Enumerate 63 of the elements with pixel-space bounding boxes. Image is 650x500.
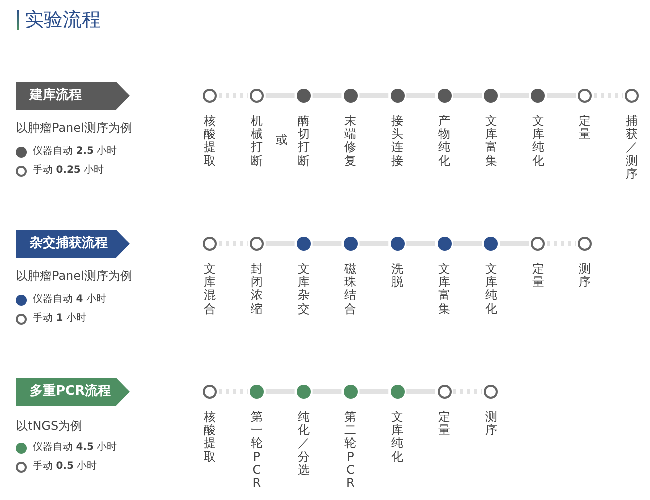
- step-label: 磁珠结合: [344, 263, 357, 316]
- connector-line: [360, 94, 389, 98]
- page-title: 实验流程: [25, 8, 101, 33]
- connector-line: [500, 94, 530, 98]
- step-label: 定量: [438, 411, 450, 438]
- or-label: 或: [276, 132, 288, 148]
- dotted-connector: [594, 94, 624, 98]
- legend-text: 手动 1 小时: [33, 312, 86, 326]
- step-label: 产物纯化: [438, 115, 450, 168]
- connector-line: [406, 242, 436, 246]
- connector-line: [454, 242, 482, 246]
- dotted-connector: [219, 94, 248, 98]
- legend-text: 手动 0.25 小时: [33, 164, 104, 178]
- section-header-chevron: 多重PCR流程: [16, 378, 130, 406]
- step-label: 封闭浓缩: [250, 263, 263, 316]
- step-label: 机械打断: [250, 115, 263, 168]
- legend-text: 仪器自动 4 小时: [33, 293, 106, 307]
- step-label: 文库杂交: [298, 263, 310, 316]
- step-label: 纯化／分选: [298, 411, 310, 477]
- step-label: 文库纯化: [392, 411, 404, 464]
- legend-text: 仪器自动 4.5 小时: [33, 441, 118, 455]
- step-label: 测序: [485, 411, 498, 438]
- step-label: 捕获／测序: [626, 115, 638, 181]
- step-label: 测序: [579, 263, 592, 290]
- dotted-connector: [454, 390, 482, 394]
- step-label: 第一轮PCR: [250, 411, 263, 490]
- step-label: 文库纯化: [485, 263, 498, 316]
- example-note: 以肿瘤Panel测序为例: [16, 120, 132, 136]
- step-label: 文库混合: [204, 263, 216, 316]
- connector-line: [454, 94, 482, 98]
- section-header-chevron: 杂交捕获流程: [16, 230, 130, 258]
- dotted-connector: [547, 242, 576, 246]
- connector-line: [406, 390, 436, 394]
- step-label: 核酸提取: [204, 411, 216, 464]
- connector-line: [360, 242, 389, 246]
- step-label: 定量: [532, 263, 544, 290]
- dotted-connector: [219, 390, 248, 394]
- legend-text: 手动 0.5 小时: [33, 460, 98, 474]
- connector-line: [312, 390, 342, 394]
- connector-line: [360, 390, 389, 394]
- step-label: 文库富集: [485, 115, 498, 168]
- step-label: 末端修复: [344, 115, 357, 168]
- step-label: 酶切打断: [298, 115, 310, 168]
- example-note: 以肿瘤Panel测序为例: [16, 268, 132, 284]
- connector-line: [266, 94, 295, 98]
- dotted-connector: [219, 242, 248, 246]
- step-label: 定量: [579, 115, 592, 142]
- legend-text: 仪器自动 2.5 小时: [33, 145, 118, 159]
- section-header-chevron: 建库流程: [16, 82, 130, 110]
- example-note: 以tNGS为例: [16, 418, 83, 434]
- connector-line: [312, 94, 342, 98]
- step-label: 洗脱: [392, 263, 404, 290]
- connector-line: [547, 94, 576, 98]
- step-label: 文库富集: [438, 263, 450, 316]
- step-label: 接头连接: [392, 115, 404, 168]
- step-label: 第二轮PCR: [344, 411, 357, 490]
- connector-line: [266, 390, 295, 394]
- connector-line: [312, 242, 342, 246]
- connector-line: [500, 242, 530, 246]
- step-label: 核酸提取: [204, 115, 216, 168]
- connector-line: [406, 94, 436, 98]
- connector-line: [266, 242, 295, 246]
- step-label: 文库纯化: [532, 115, 544, 168]
